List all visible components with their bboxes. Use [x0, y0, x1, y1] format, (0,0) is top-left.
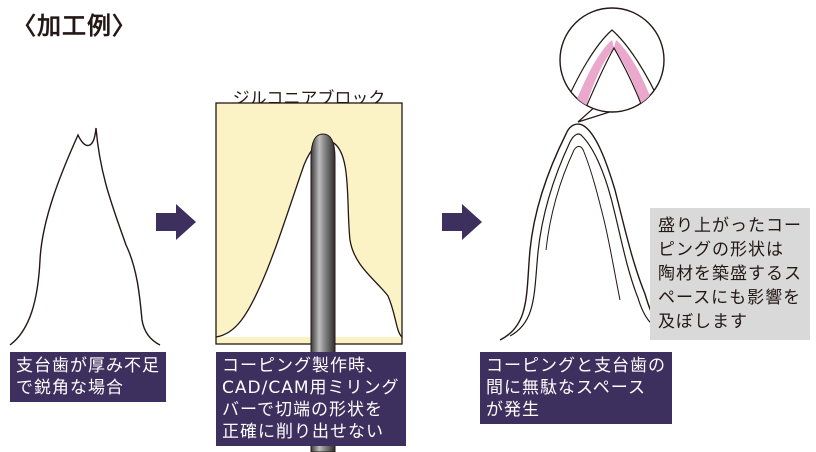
caption-step-3: コーピングと支台歯の 間に無駄なスペース が発生 [480, 352, 672, 424]
side-note: 盛り上がったコー ピングの形状は 陶材を築盛するス ペースにも影響を 及ぼします [650, 208, 810, 340]
coping-excess-right [614, 40, 656, 112]
abutment-tooth-inside-coping [545, 145, 621, 301]
caption-step-1: 支台歯が厚み不足 で鋭角な場合 [10, 352, 166, 402]
coping-inner-outline [509, 133, 669, 337]
magnified-inner-line [583, 46, 645, 112]
page-heading: 〈加工例〉 [12, 12, 137, 40]
arrow-right-icon [156, 204, 196, 240]
coping-outer-outline [499, 123, 677, 341]
coping-excess-left [572, 40, 614, 112]
magnified-outer-line [561, 29, 664, 112]
arrow-right-icon [442, 204, 482, 240]
caption-step-2: コーピング製作時、 CAD/CAM用ミリング バーで切端の形状を 正確に削り出せ… [216, 352, 406, 446]
abutment-tooth-outline [9, 127, 161, 346]
